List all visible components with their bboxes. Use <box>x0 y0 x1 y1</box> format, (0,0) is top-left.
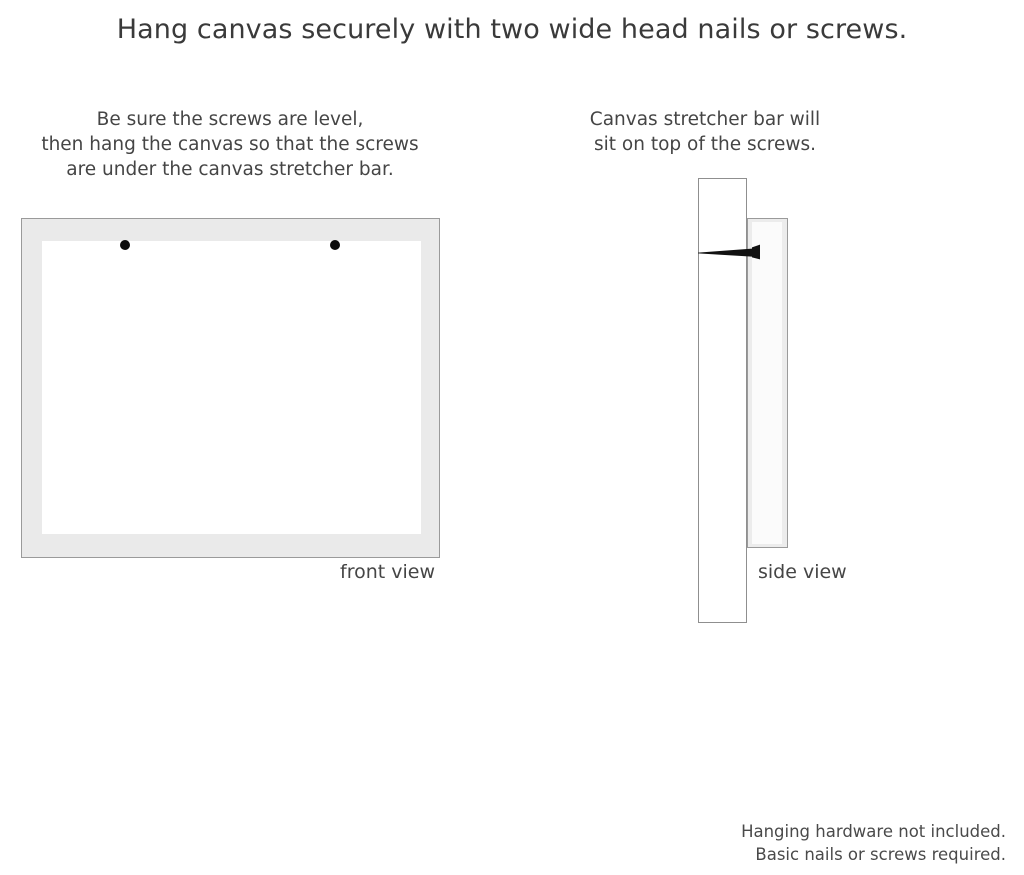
front-view-caption-line-3: are under the canvas stretcher bar. <box>66 159 394 180</box>
front-view-caption: Be sure the screws are level, then hang … <box>20 107 440 182</box>
footer-disclaimer: Hanging hardware not included. Basic nai… <box>741 820 1006 866</box>
footer-disclaimer-line-2: Basic nails or screws required. <box>755 845 1006 864</box>
side-view-caption-line-1: Canvas stretcher bar will <box>589 109 821 130</box>
footer-disclaimer-line-1: Hanging hardware not included. <box>741 822 1006 841</box>
side-view-screw-icon <box>698 244 760 260</box>
side-view-label: side view <box>758 561 847 583</box>
side-view-caption-line-2: sit on top of the screws. <box>593 134 817 155</box>
front-view-screw-right-icon <box>330 240 340 250</box>
page-title: Hang canvas securely with two wide head … <box>116 14 908 45</box>
side-view-caption: Canvas stretcher bar will sit on top of … <box>560 107 850 157</box>
front-view-canvas-frame <box>21 218 440 558</box>
front-view-caption-line-2: then hang the canvas so that the screws <box>41 134 419 155</box>
front-view-label: front view <box>340 561 435 583</box>
front-view-caption-line-1: Be sure the screws are level, <box>96 109 364 130</box>
front-view-screw-left-icon <box>120 240 130 250</box>
front-view-canvas-face <box>42 241 421 534</box>
side-view-stretcher-bar-inner <box>752 222 782 544</box>
